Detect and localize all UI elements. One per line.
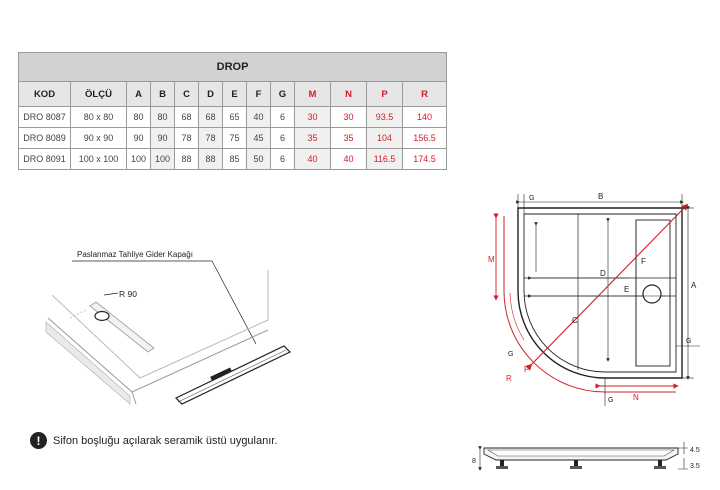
label-g-corner: G (508, 351, 513, 358)
label-c: C (572, 316, 578, 325)
label-rim: 4.5 (690, 447, 700, 454)
table-header-cell: P (366, 81, 403, 107)
table-header-cell: R (401, 81, 448, 107)
table-header-cell: N (330, 81, 367, 107)
label-m: M (488, 255, 495, 264)
table-cell: DRO 8091 (18, 148, 71, 170)
label-b: B (598, 192, 603, 201)
table-header-cell: B (150, 81, 175, 107)
label-g-top: G (529, 195, 534, 202)
radius-label: R 90 (119, 289, 137, 299)
table-header-cell: ÖLÇÜ (70, 81, 127, 107)
table-cell: 116.5 (366, 148, 403, 170)
table-header-cell: A (126, 81, 151, 107)
table-cell: 93.5 (366, 106, 403, 128)
table-cell: 174.5 (401, 148, 448, 170)
table-header-cell: M (294, 81, 331, 107)
table-cell: 78 (198, 127, 223, 149)
label-a: A (691, 281, 697, 290)
table-cell: 88 (174, 148, 199, 170)
exclamation-icon: ! (30, 432, 47, 449)
table-cell: 80 (150, 106, 175, 128)
table-cell: 30 (330, 106, 367, 128)
warning-text: Sifon boşluğu açılarak seramik üstü uygu… (53, 434, 278, 447)
table-cell: 140 (401, 106, 448, 128)
table-header-cell: C (174, 81, 199, 107)
table-title: DROP (17, 52, 448, 82)
label-d: D (600, 269, 606, 278)
label-base: 3.5 (690, 463, 700, 470)
label-n: N (633, 393, 639, 402)
label-p: P (524, 365, 529, 374)
label-e: E (624, 285, 629, 294)
table-header-cell: E (222, 81, 247, 107)
drain-hole-icon (642, 284, 662, 304)
section-view-drawing: 8 4.5 3.5 (472, 442, 700, 471)
table-cell: 104 (366, 127, 403, 149)
table-header-cell: G (270, 81, 295, 107)
drain-illustration (45, 260, 292, 405)
label-g-right: G (686, 338, 691, 345)
drain-cover-label: Paslanmaz Tahliye Gider Kapağı (77, 250, 193, 259)
table-cell: 156.5 (401, 127, 448, 149)
table-cell: 45 (246, 127, 271, 149)
label-g-bottom: G (608, 397, 613, 404)
label-r: R (506, 374, 512, 383)
label-height-total: 8 (472, 458, 476, 465)
table-header-cell: D (198, 81, 223, 107)
grate-slot-icon (210, 367, 232, 381)
plan-view-drawing: B G A G D E F C M N P R G G (488, 192, 700, 406)
table-cell: 100 (150, 148, 175, 170)
label-f: F (641, 257, 646, 266)
table-cell: 35 (330, 127, 367, 149)
warning-note: ! Sifon boşluğu açılarak seramik üstü uy… (30, 432, 277, 449)
table-header-cell: F (246, 81, 271, 107)
table-cell: 40 (330, 148, 367, 170)
table-cell: 40 (294, 148, 331, 170)
